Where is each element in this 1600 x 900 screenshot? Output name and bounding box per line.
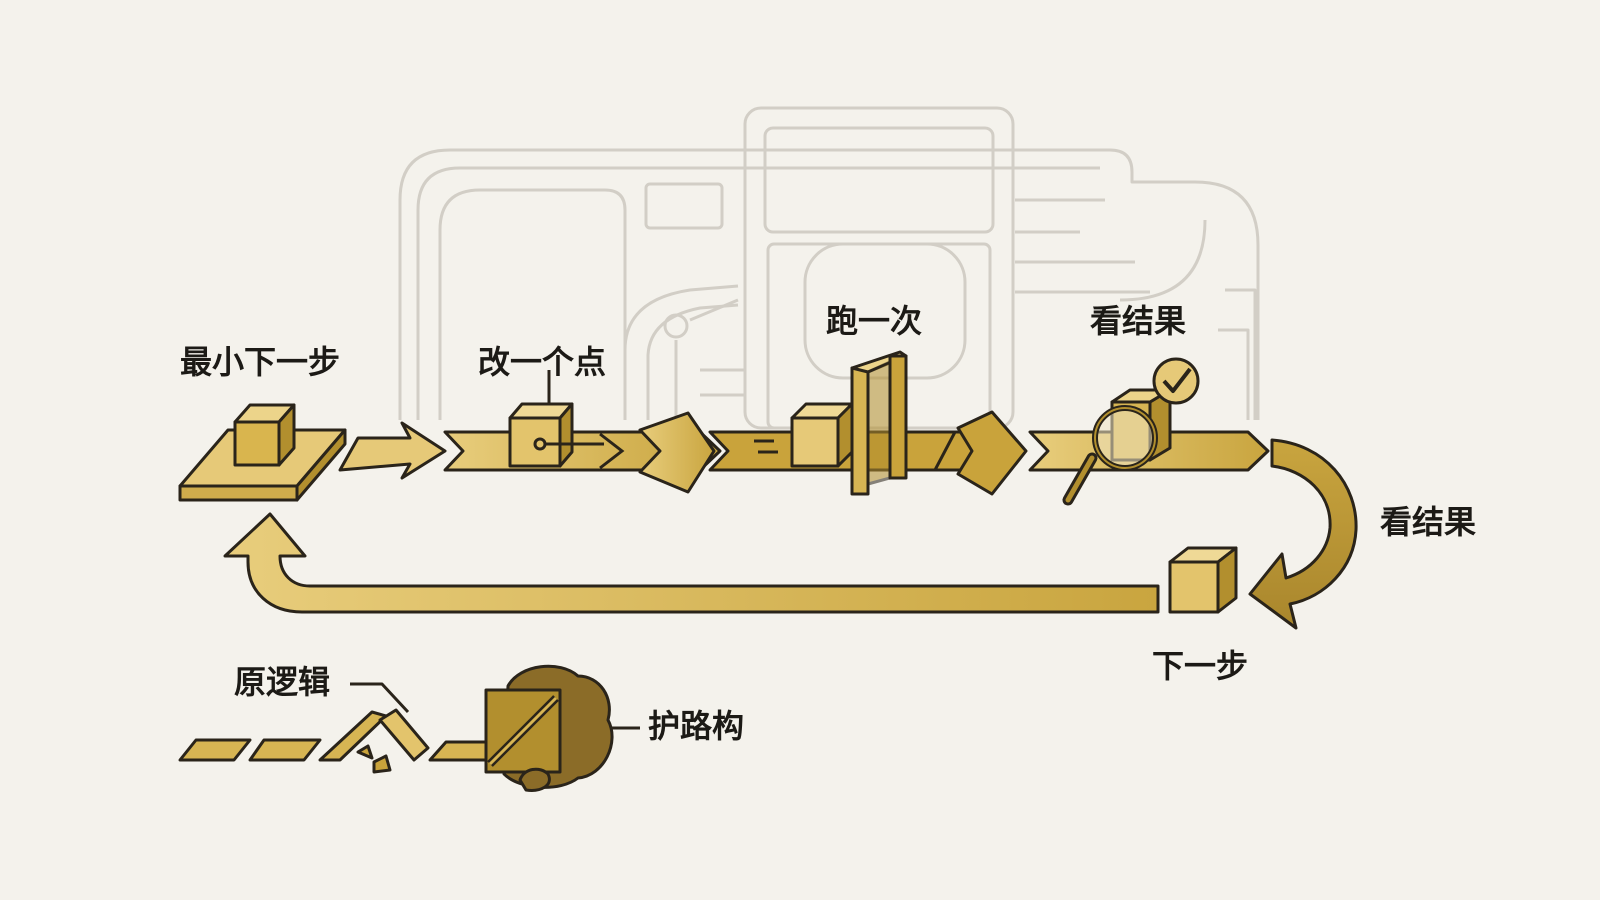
band-2-arrowhead — [956, 410, 1028, 496]
band-2-stripe — [933, 431, 957, 471]
see-result-side-label: 看结果 — [1380, 503, 1477, 541]
cube-with-pointer-icon — [508, 370, 604, 468]
guard-structure-label: 护路构 — [648, 707, 745, 745]
speed-lines-icon — [754, 439, 778, 454]
original-logic-label: 原逻辑 — [234, 663, 331, 701]
see-result-top-label: 看结果 — [1090, 302, 1187, 340]
return-arrow-icon — [223, 512, 1160, 614]
broken-road-icon — [178, 682, 492, 774]
run-once-label: 跑一次 — [826, 302, 923, 340]
next-step-label: 下一步 — [1152, 647, 1249, 685]
band-1-arrowhead — [638, 411, 716, 494]
magnifier-with-check-icon — [1062, 357, 1200, 506]
change-one-point-label: 改一个点 — [478, 343, 607, 381]
small-arrow-icon — [338, 421, 447, 480]
band-1-chevron — [599, 432, 625, 470]
curve-arrow-icon — [1248, 438, 1358, 630]
cube-icon — [1168, 546, 1238, 614]
cube-on-platform-icon — [178, 403, 347, 502]
cube-through-gate-icon — [790, 350, 908, 496]
smallest-step-label: 最小下一步 — [180, 343, 341, 381]
boulder-block-icon — [484, 664, 640, 792]
